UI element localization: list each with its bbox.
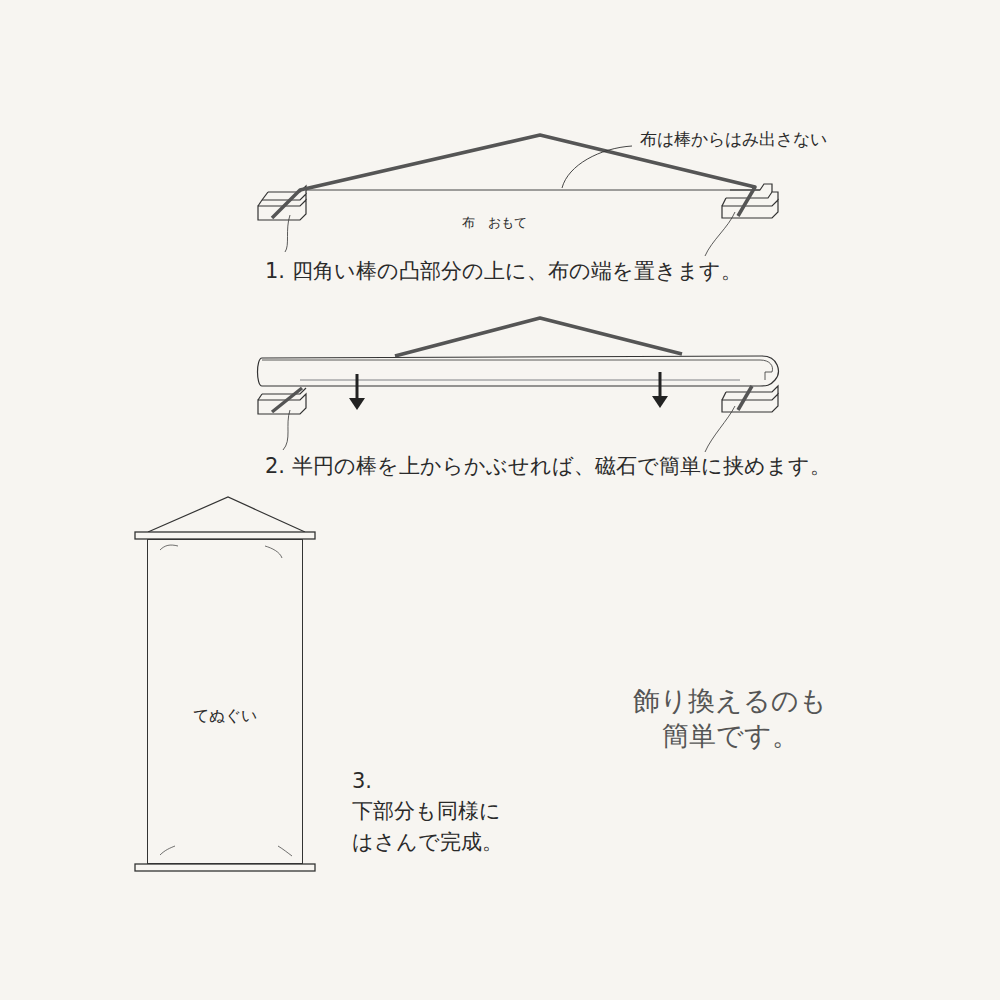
- step-instruction: 2. 半円の棒を上からかぶせれば、磁石で簡単に挟めます。: [265, 452, 831, 481]
- step-instruction: 1. 四角い棒の凸部分の上に、布の端を置きます。: [265, 257, 742, 286]
- tagline: 飾り換えるのも 簡単です。: [600, 683, 860, 753]
- callout-note: 布は棒からはみ出さない: [640, 128, 827, 152]
- step3-illustration: [135, 497, 315, 871]
- tenugui-cloth: てぬぐい: [147, 539, 303, 864]
- step1-illustration: [258, 135, 778, 256]
- fabric-side-label: 布 おもて: [462, 214, 527, 232]
- step2-illustration: [258, 318, 779, 452]
- step-instruction: 3. 下部分も同様に はさんで完成。: [352, 766, 520, 857]
- cloth-label: てぬぐい: [193, 706, 257, 727]
